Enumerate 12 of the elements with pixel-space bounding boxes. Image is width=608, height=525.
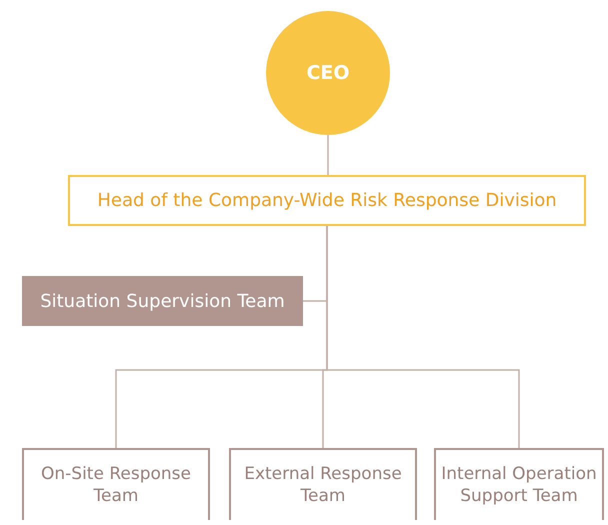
node-label: External Response Team [243, 462, 403, 508]
node-label: CEO [306, 62, 350, 84]
node-label: Head of the Company-Wide Risk Response Division [97, 190, 557, 211]
connector-line [327, 135, 329, 175]
division-box [68, 175, 586, 226]
team-box [22, 448, 210, 520]
team-box [22, 276, 303, 326]
node-label: Internal Operation Support Team [440, 462, 598, 508]
team-box [229, 448, 417, 520]
node-label: On-Site Response Team [40, 462, 192, 508]
node-label: Situation Supervision Team [40, 290, 285, 312]
team-box [434, 448, 604, 520]
